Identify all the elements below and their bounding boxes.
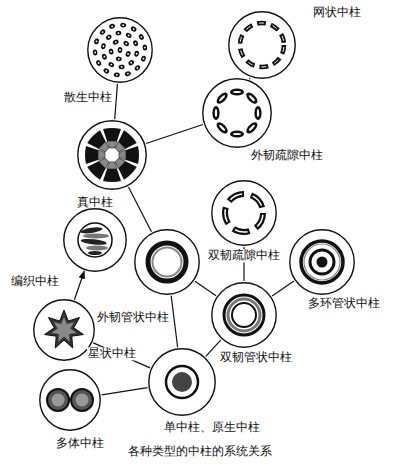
eustele-drawing <box>85 128 139 182</box>
polycyclic-stele-drawing <box>301 241 343 283</box>
stele-circle: 多体中柱 <box>39 369 101 431</box>
stele-label: 编织中柱 <box>10 275 60 288</box>
circle-outline <box>211 180 277 246</box>
stele-circle: 多环管状中柱 <box>289 229 355 295</box>
scattered-stele-drawing <box>93 23 148 78</box>
ectophloic-siphonostele-drawing <box>148 243 186 281</box>
circle-outline <box>33 299 95 361</box>
relation-line <box>115 84 118 119</box>
protostele-drawing <box>166 366 198 398</box>
circle-outline <box>228 11 296 79</box>
circle-outline <box>39 369 101 431</box>
polystele-drawing <box>47 389 93 411</box>
circle-outline <box>148 348 216 416</box>
stele-label: 真中柱 <box>76 196 114 209</box>
stele-label: 散生中柱 <box>63 91 113 104</box>
stele-circle: 单中柱、原生中柱 <box>148 348 216 416</box>
stele-label: 多环管状中柱 <box>307 297 381 310</box>
circle-outline <box>63 208 127 272</box>
stele-circle: 真中柱 <box>77 120 147 190</box>
stele-circle: 双韧疏隙中柱 <box>211 180 277 246</box>
reticulate-stele-drawing <box>240 23 284 67</box>
circle-outline <box>211 282 277 348</box>
stele-label: 星状中柱 <box>87 347 137 360</box>
relation-line <box>146 124 203 143</box>
figure-caption: 各种类型的中柱的系统关系 <box>128 443 272 460</box>
relation-line <box>195 281 216 295</box>
circle-outline <box>77 120 147 190</box>
stele-label: 双韧管状中柱 <box>219 351 293 364</box>
amphiphloic-dictyostele-drawing <box>225 194 263 232</box>
relation-line <box>102 388 148 395</box>
circle-outline <box>289 229 355 295</box>
stele-label: 外韧管状中柱 <box>96 311 170 324</box>
relation-line <box>74 271 84 300</box>
stele-circle: 网状中柱 <box>228 11 296 79</box>
stele-label: 外韧疏隙中柱 <box>250 149 324 162</box>
stele-circle: 双韧管状中柱 <box>211 282 277 348</box>
stele-label: 双韧疏隙中柱 <box>207 249 281 262</box>
stele-circle: 外韧疏隙中柱 <box>202 78 272 148</box>
relation-line <box>171 296 177 348</box>
relation-line <box>272 281 294 296</box>
amphiphloic-siphonostele-drawing <box>224 295 264 335</box>
relation-line <box>128 187 151 232</box>
circle-outline <box>202 78 272 148</box>
stele-label: 多体中柱 <box>55 437 105 450</box>
ectophloic-dictyostele-drawing <box>212 88 261 137</box>
stele-circle: 星状中柱 <box>33 299 95 361</box>
stele-circle: 外韧管状中柱 <box>134 229 200 295</box>
stele-circle: 散生中柱 <box>87 17 153 83</box>
circle-outline <box>134 229 200 295</box>
relation-line <box>249 78 251 79</box>
actinostele-drawing <box>45 310 84 348</box>
circle-outline <box>87 17 153 83</box>
plectostele-drawing <box>78 223 112 257</box>
stele-circle: 编织中柱 <box>63 208 127 272</box>
stele-label: 网状中柱 <box>312 6 362 19</box>
stele-label: 单中柱、原生中柱 <box>163 421 261 434</box>
